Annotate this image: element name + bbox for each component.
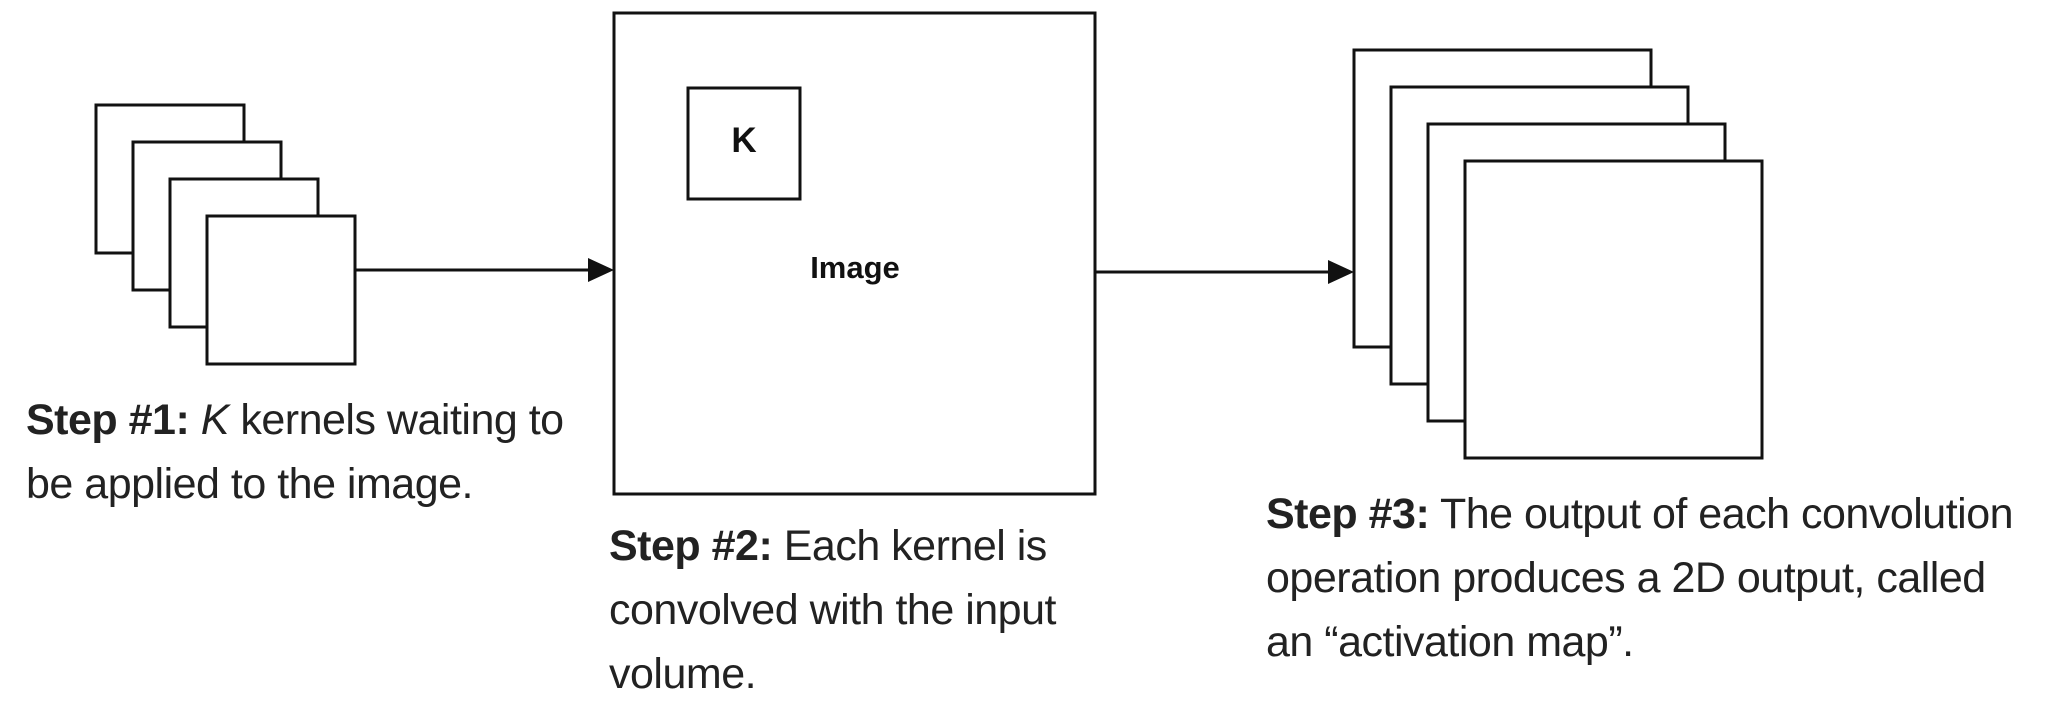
kernel-square xyxy=(205,214,357,366)
step1-line2: be applied to the image. xyxy=(26,460,474,508)
arrow-kernels-to-image xyxy=(355,258,614,282)
activation-map-stack xyxy=(1352,48,1764,460)
step3-line2: operation produces a 2D output, called xyxy=(1266,554,1986,602)
step2-line2: convolved with the input xyxy=(609,586,1056,634)
step1-line1: kernels waiting to xyxy=(228,396,564,444)
step2-lead: Step #2: xyxy=(609,522,773,570)
kernel-on-image xyxy=(686,86,802,201)
arrow-image-to-maps xyxy=(1095,260,1354,284)
step1-lead: Step #1: xyxy=(26,396,190,444)
step3-caption: Step #3: The output of each convolution … xyxy=(1266,482,2046,674)
step3-lead: Step #3: xyxy=(1266,490,1430,538)
kernel-stack xyxy=(94,103,357,366)
step1-variable: K xyxy=(200,396,230,444)
step3-line1: The output of each convolution xyxy=(1429,490,2014,538)
step2-caption: Step #2: Each kernel is convolved with t… xyxy=(609,514,1129,706)
step2-line3: volume. xyxy=(609,650,757,698)
image-box: K Image xyxy=(612,11,1097,496)
step1-caption: Step #1: K kernels waiting to be applied… xyxy=(26,388,636,516)
step3-line3: an “activation map”. xyxy=(1266,618,1634,666)
activation-map xyxy=(1463,159,1764,460)
image-label: Image xyxy=(810,250,900,285)
step2-line1: Each kernel is xyxy=(772,522,1048,570)
kernel-label: K xyxy=(731,121,756,160)
